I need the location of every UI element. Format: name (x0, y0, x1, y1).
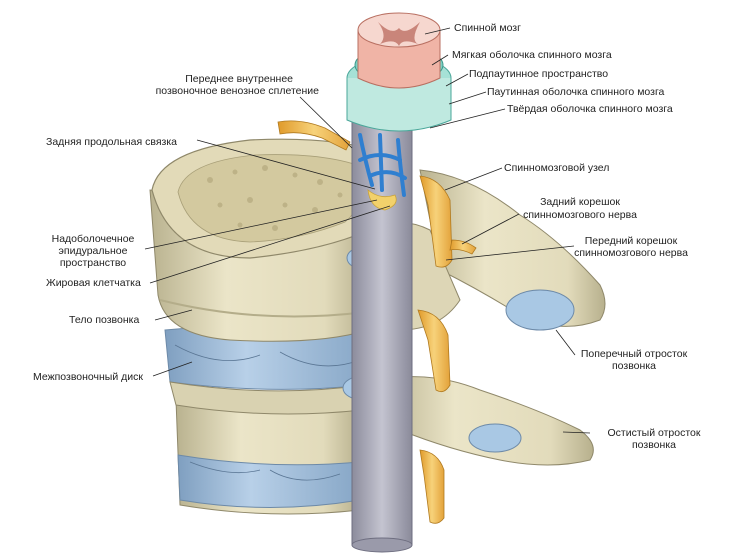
label-posterior-ligament: Задняя продольная связка (46, 136, 177, 148)
label-dura: Твёрдая оболочка спинного мозга (507, 103, 673, 115)
label-spinous-process-2: позвонка (632, 439, 676, 451)
label-spinous-process: Остистый отросток (608, 427, 701, 439)
label-anterior-root: Передний корешок (585, 235, 678, 247)
label-epidural-2: эпидуральное (59, 245, 128, 257)
spinal-nerves (277, 120, 477, 524)
label-anterior-root-2: спинномозгового нерва (574, 247, 688, 259)
label-epidural-3: пространство (60, 257, 126, 269)
grey-matter (378, 22, 420, 46)
label-venous-plexus-2: позвоночное венозное сплетение (156, 85, 320, 97)
label-spinal-cord: Спинной мозг (454, 22, 521, 34)
epidural-fat (367, 189, 397, 211)
label-posterior-root: Задний корешок (540, 196, 620, 208)
label-epidural: Надоболочечное (52, 233, 135, 245)
label-ganglion: Спинномозговой узел (504, 162, 609, 174)
venous-plexus (358, 133, 407, 197)
label-transverse-process: Поперечный отросток (581, 348, 688, 360)
label-subarachnoid: Подпаутинное пространство (469, 68, 608, 80)
label-vertebral-body: Тело позвонка (69, 314, 139, 326)
lower-vertebra (175, 395, 361, 515)
transverse-process (419, 169, 606, 327)
spinal-ganglion (419, 175, 453, 268)
label-disc: Межпозвоночный диск (33, 371, 143, 383)
transverse-facet (505, 289, 575, 331)
label-posterior-root-2: спинномозгового нерва (523, 209, 637, 221)
label-transverse-process-2: позвонка (612, 360, 656, 372)
spinous-process (379, 376, 594, 466)
label-fat: Жировая клетчатка (46, 277, 141, 289)
label-arachnoid: Паутинная оболочка спинного мозга (487, 86, 665, 98)
label-venous-plexus: Переднее внутреннее (185, 73, 293, 85)
label-pia-mater: Мягкая оболочка спинного мозга (452, 49, 612, 61)
leader-lines (144, 27, 591, 434)
